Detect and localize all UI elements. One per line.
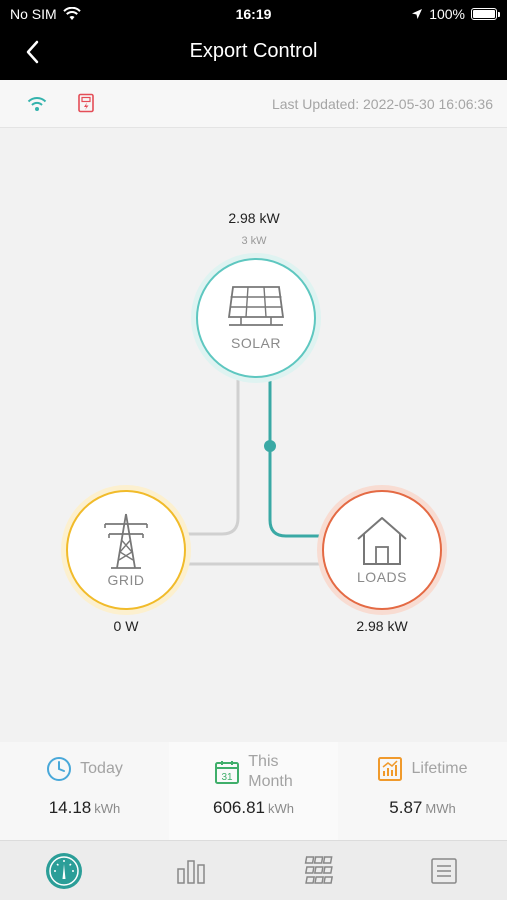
energy-flow-diagram: 2.98 kW 3 kW SOLAR GRID LOADS 0 W 2.98 xyxy=(0,128,507,740)
tab-more[interactable] xyxy=(424,851,464,891)
info-row: Last Updated: 2022-05-30 16:06:36 xyxy=(0,80,507,128)
solar-power-value: 2.98 kW xyxy=(228,210,280,226)
stat-lifetime-header: Lifetime xyxy=(338,756,507,782)
stat-today-value: 14.18 xyxy=(48,798,92,817)
power-tower-icon xyxy=(104,513,148,569)
stat-today-unit: kWh xyxy=(94,801,121,816)
grid-power-value: 0 W xyxy=(113,618,139,634)
stat-month-header: 31 This Month xyxy=(169,752,338,792)
loads-node[interactable]: LOADS xyxy=(322,490,442,610)
stat-today-header: Today xyxy=(0,756,169,782)
list-icon xyxy=(431,858,457,884)
carrier-text: No SIM xyxy=(10,6,57,22)
status-right: 100% xyxy=(411,6,500,22)
last-updated-text: Last Updated: 2022-05-30 16:06:36 xyxy=(271,96,493,112)
chevron-left-icon xyxy=(26,40,39,64)
back-button[interactable] xyxy=(18,36,48,68)
solar-capacity-value: 3 kW xyxy=(241,235,267,247)
tab-devices[interactable] xyxy=(297,851,337,891)
solar-panel-icon xyxy=(227,286,285,326)
calendar-day: 31 xyxy=(222,772,234,783)
stat-month-value: 606.81 xyxy=(213,798,265,817)
stat-lifetime-unit: MWh xyxy=(425,801,456,816)
tab-dashboard[interactable] xyxy=(44,851,84,891)
page-title: Export Control xyxy=(189,40,318,62)
top-bar: No SIM 16:19 100% Export Control xyxy=(0,0,507,80)
stat-lifetime-value: 5.87 xyxy=(389,798,423,817)
inverter-icon[interactable] xyxy=(77,93,95,113)
stat-month-label: This Month xyxy=(248,752,292,792)
wifi-status-icon xyxy=(62,7,81,20)
solar-node[interactable]: SOLAR xyxy=(196,258,316,378)
battery-icon xyxy=(471,8,500,20)
solar-grid-line xyxy=(188,380,240,536)
growth-chart-icon xyxy=(378,757,403,781)
stat-month-label-line2: Month xyxy=(248,773,293,790)
navigation-bar: Export Control xyxy=(0,30,507,76)
clock-icon xyxy=(47,757,72,781)
flow-lines xyxy=(188,380,322,566)
stat-lifetime-label: Lifetime xyxy=(411,760,468,777)
grid-node[interactable]: GRID xyxy=(66,490,186,610)
loads-power-value: 2.98 kW xyxy=(356,618,408,634)
status-time: 16:19 xyxy=(235,6,272,22)
tab-statistics[interactable] xyxy=(171,851,211,891)
stat-month-label-line1: This xyxy=(248,753,279,770)
solar-loads-line xyxy=(268,380,322,538)
status-left: No SIM xyxy=(10,6,81,22)
tab-bar xyxy=(0,840,507,900)
status-bar: No SIM 16:19 100% xyxy=(0,0,507,28)
grid-label: GRID xyxy=(107,572,145,588)
battery-percent: 100% xyxy=(429,6,465,22)
solar-panel-grid-icon xyxy=(304,856,334,884)
stat-month-unit: kWh xyxy=(268,801,294,816)
stat-today-label: Today xyxy=(80,760,123,777)
location-arrow-icon xyxy=(412,9,423,19)
calendar-icon: 31 xyxy=(215,761,240,784)
loads-label: LOADS xyxy=(357,569,407,585)
solar-label: SOLAR xyxy=(231,335,281,351)
flow-dot xyxy=(264,440,276,452)
wifi-icon[interactable] xyxy=(26,94,48,112)
dashboard-icon xyxy=(46,853,82,889)
bar-chart-icon xyxy=(177,860,205,884)
house-icon xyxy=(357,517,407,565)
